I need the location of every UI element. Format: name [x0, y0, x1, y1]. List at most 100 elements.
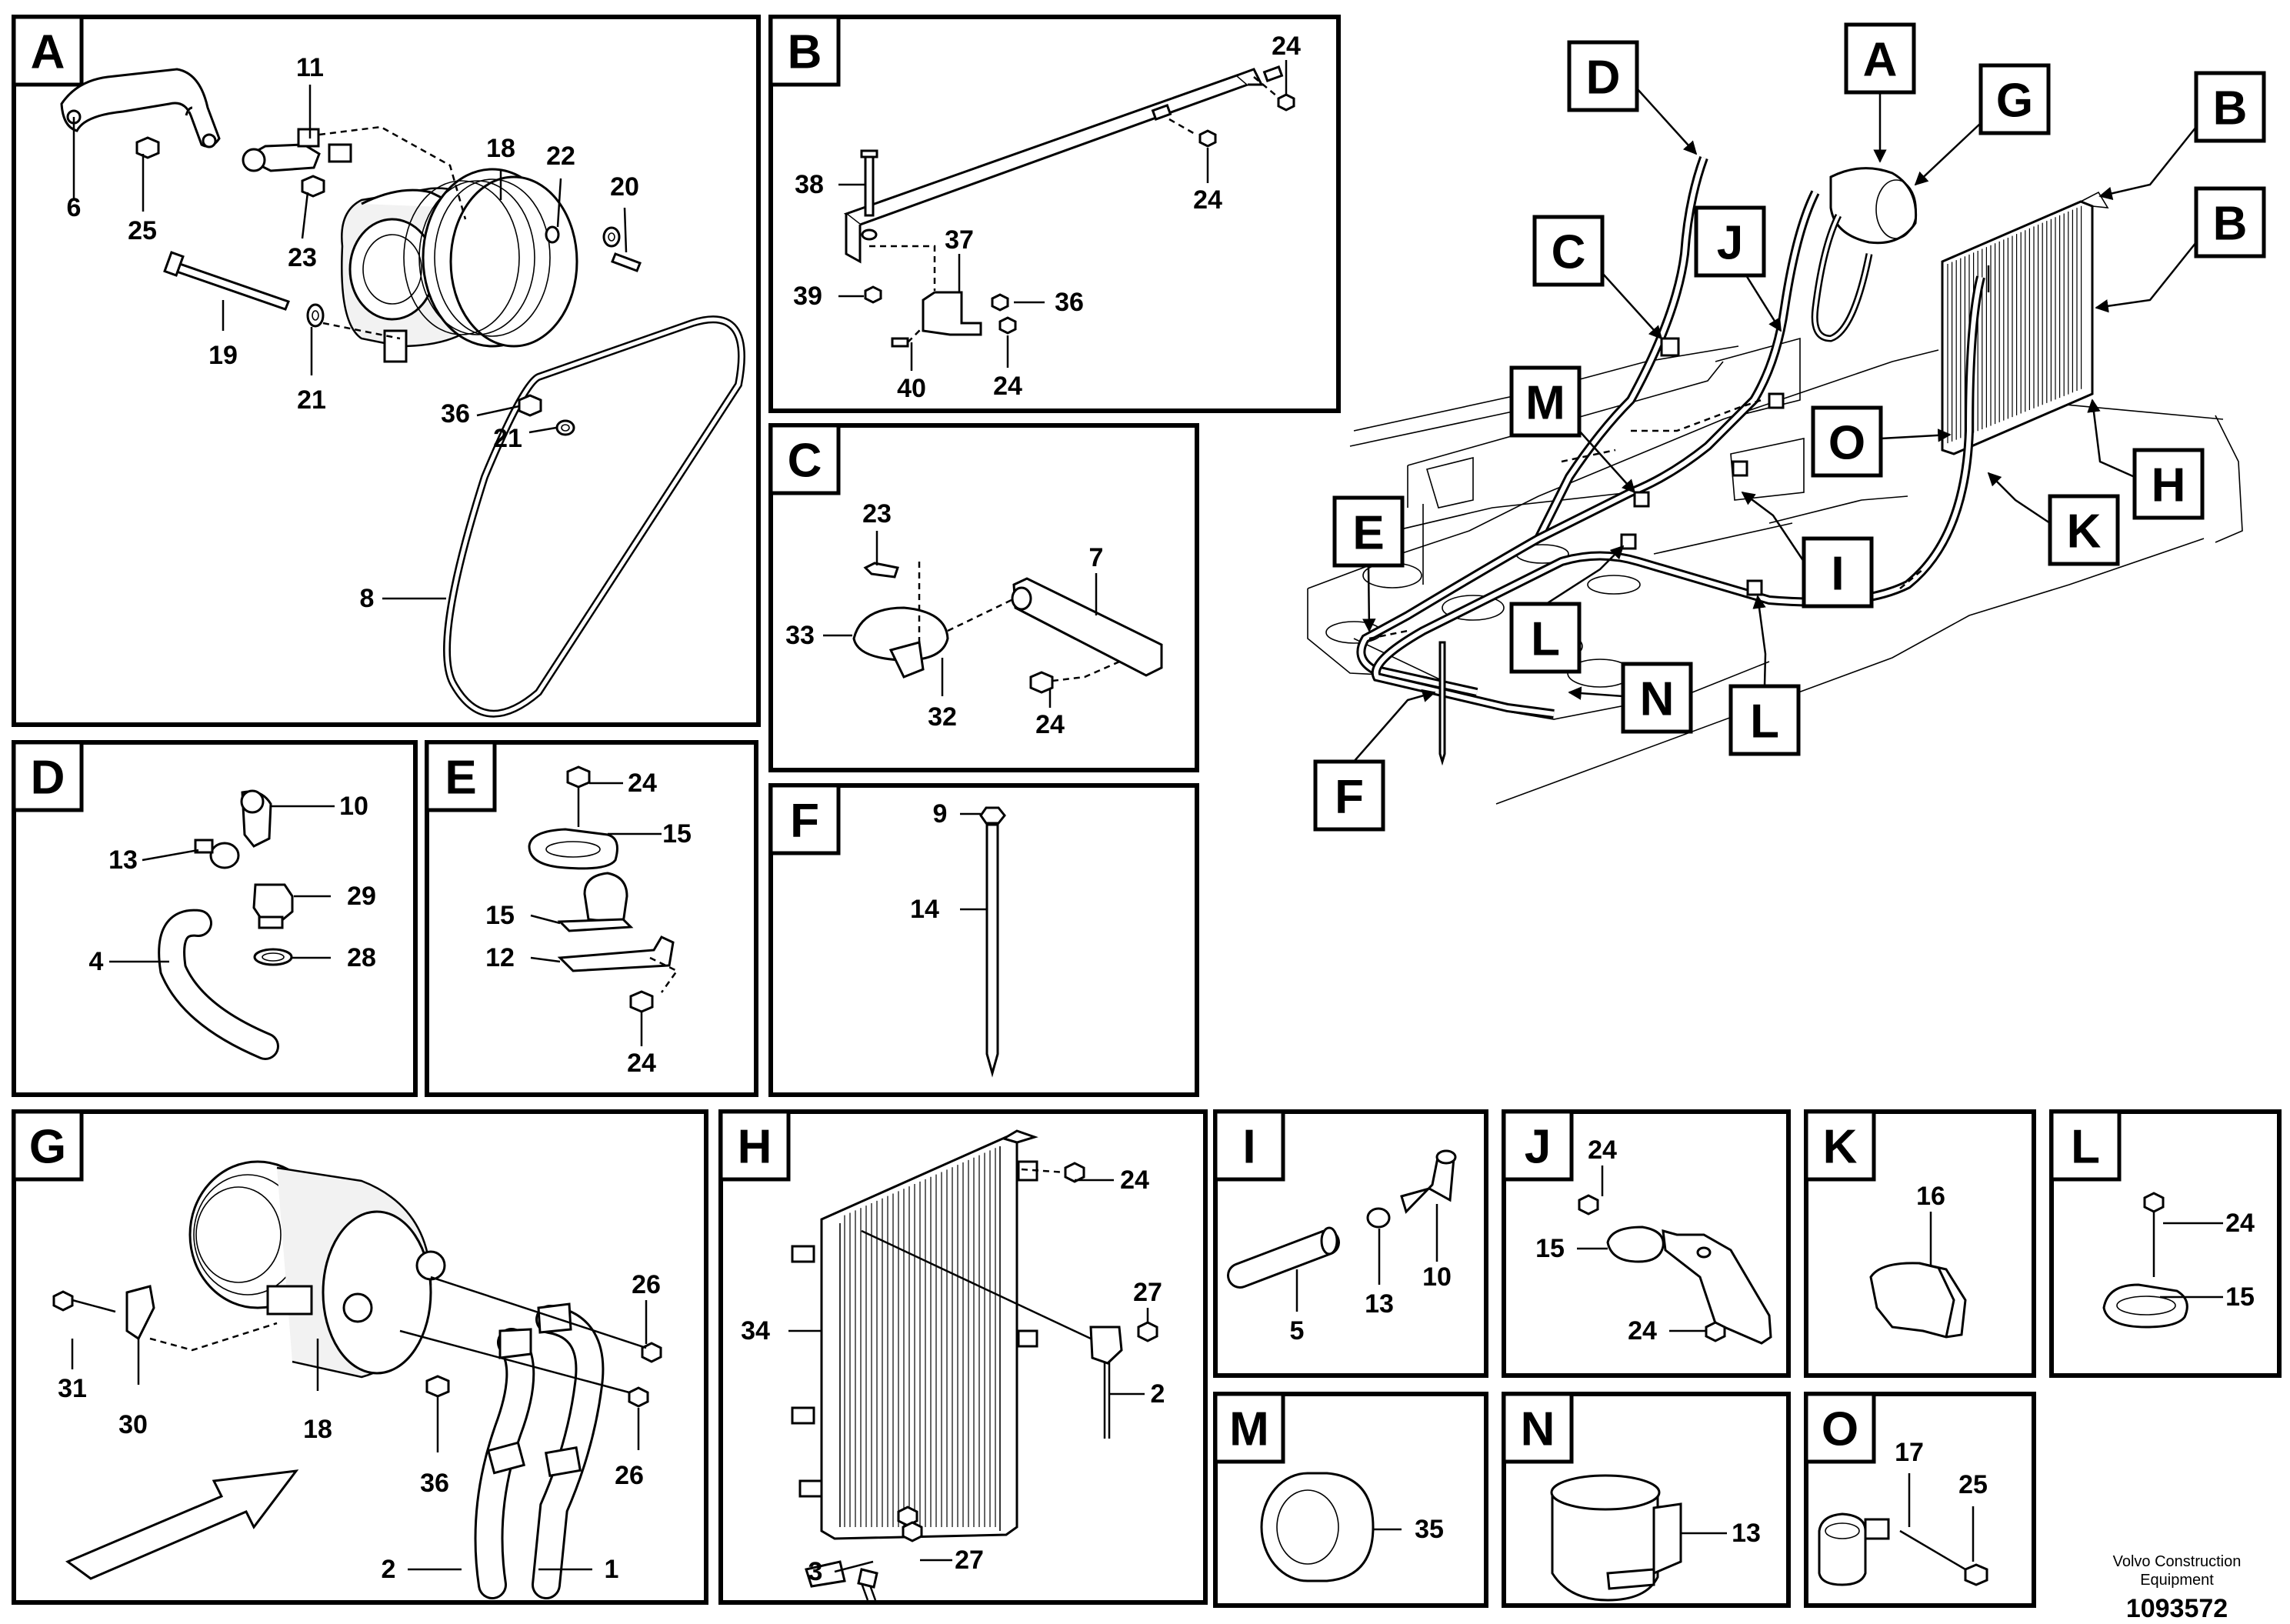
svg-text:30: 30 — [118, 1410, 148, 1439]
svg-text:23: 23 — [862, 499, 892, 529]
svg-text:1: 1 — [605, 1555, 619, 1584]
svg-text:M: M — [1525, 377, 1565, 430]
brand-block: Volvo Construction Equipment 1093572 — [2092, 1552, 2262, 1624]
overview-drawing — [1307, 155, 2243, 805]
fitting-h2 — [1089, 1326, 1123, 1365]
svg-text:L: L — [1531, 613, 1560, 666]
panel-label-n: N — [1502, 1392, 1574, 1464]
svg-text:13: 13 — [1365, 1289, 1394, 1319]
clip-l — [2102, 1283, 2188, 1329]
panel-l-frame — [2049, 1109, 2282, 1378]
svg-text:D: D — [31, 752, 65, 805]
cable-tie — [985, 823, 999, 1078]
panel-f-drawing: 9 14 — [910, 799, 1006, 1078]
panel-g-drawing: 26 31 30 18 36 26 2 1 — [52, 1160, 662, 1599]
svg-text:25: 25 — [1958, 1470, 1988, 1499]
svg-text:39: 39 — [793, 282, 822, 311]
svg-text:15: 15 — [662, 819, 692, 849]
panel-i-drawing: 5 13 10 — [1227, 1149, 1457, 1346]
overview-callouts: D A G B B C J M O H K E I L N L — [1313, 22, 2266, 832]
svg-text:H: H — [2152, 459, 2186, 512]
panel-b-drawing: 24 38 24 37 39 36 40 24 — [793, 32, 1301, 403]
panel-o-drawing: 17 25 — [1818, 1438, 1988, 1586]
svg-text:21: 21 — [297, 385, 326, 415]
callout-b-1: B — [2098, 71, 2266, 200]
svg-text:24: 24 — [1120, 1165, 1149, 1195]
svg-text:15: 15 — [485, 901, 515, 930]
panel-b-frame — [768, 15, 1341, 413]
support-bracket — [1012, 577, 1163, 677]
svg-text:L: L — [2071, 1121, 2100, 1174]
overview-compressor — [1829, 167, 1918, 245]
long-bolt — [168, 260, 290, 311]
svg-text:11: 11 — [296, 53, 324, 82]
svg-text:15: 15 — [2225, 1282, 2255, 1312]
svg-text:15: 15 — [1535, 1234, 1565, 1263]
panel-a-drawing: 6 25 11 23 18 22 20 19 21 36 21 8 — [60, 53, 745, 718]
panel-label-j: J — [1502, 1109, 1574, 1182]
svg-text:28: 28 — [347, 943, 376, 972]
svg-text:26: 26 — [632, 1270, 661, 1299]
panel-e-frame — [425, 740, 758, 1097]
svg-text:2: 2 — [382, 1555, 396, 1584]
svg-text:3: 3 — [808, 1557, 823, 1586]
svg-text:M: M — [1229, 1403, 1269, 1456]
svg-text:33: 33 — [785, 621, 815, 650]
svg-text:K: K — [2067, 505, 2102, 559]
svg-text:D: D — [1586, 52, 1621, 105]
svg-text:24: 24 — [1193, 185, 1222, 215]
svg-text:A: A — [31, 26, 65, 79]
svg-text:K: K — [1823, 1121, 1858, 1174]
svg-text:19: 19 — [208, 341, 238, 370]
svg-text:L: L — [1750, 695, 1779, 749]
svg-text:9: 9 — [933, 799, 948, 829]
panel-label-a: A — [12, 15, 84, 87]
clamp-13 — [1366, 1207, 1391, 1229]
panel-e-drawing: 24 15 15 12 24 — [485, 765, 692, 1078]
callout-i: I — [1741, 491, 1874, 609]
svg-text:F: F — [790, 795, 819, 848]
panel-h-frame — [718, 1109, 1208, 1605]
callout-l-1: L — [1509, 545, 1625, 674]
svg-text:C: C — [1552, 226, 1586, 279]
clip-upper — [528, 828, 618, 870]
mounting-bar — [843, 74, 1250, 226]
svg-text:24: 24 — [1628, 1316, 1657, 1346]
svg-text:20: 20 — [610, 172, 639, 202]
svg-text:J: J — [1717, 217, 1743, 270]
bracket — [60, 68, 221, 148]
svg-text:23: 23 — [288, 243, 317, 272]
svg-text:8: 8 — [360, 584, 375, 613]
panel-label-l: L — [2049, 1109, 2122, 1182]
drawing-number: 1093572 — [2125, 1594, 2228, 1623]
svg-text:34: 34 — [741, 1316, 770, 1346]
svg-text:24: 24 — [627, 1049, 656, 1078]
svg-text:5: 5 — [1290, 1316, 1305, 1346]
panel-c-frame — [768, 423, 1199, 772]
svg-text:B: B — [2213, 82, 2248, 135]
clip-lower — [583, 872, 628, 925]
panel-c-drawing: 23 7 33 32 24 — [785, 499, 1163, 739]
svg-text:22: 22 — [546, 142, 575, 171]
svg-text:12: 12 — [485, 943, 515, 972]
svg-text:24: 24 — [1588, 1135, 1617, 1165]
svg-text:24: 24 — [993, 372, 1022, 401]
panel-label-e: E — [425, 740, 497, 812]
svg-text:10: 10 — [1422, 1262, 1452, 1292]
svg-text:H: H — [738, 1121, 772, 1174]
callout-a: A — [1844, 22, 1916, 163]
svg-text:17: 17 — [1895, 1438, 1924, 1467]
callout-l-2: L — [1728, 595, 1801, 756]
svg-text:E: E — [1352, 507, 1384, 560]
callout-c: C — [1532, 215, 1663, 340]
callout-n: N — [1568, 662, 1693, 734]
svg-text:I: I — [1831, 548, 1844, 601]
svg-text:36: 36 — [420, 1469, 449, 1498]
nut — [252, 883, 294, 921]
svg-text:18: 18 — [486, 134, 515, 163]
svg-text:16: 16 — [1916, 1182, 1945, 1211]
svg-text:27: 27 — [955, 1546, 984, 1575]
svg-text:38: 38 — [795, 170, 824, 199]
svg-text:O: O — [1828, 417, 1865, 470]
